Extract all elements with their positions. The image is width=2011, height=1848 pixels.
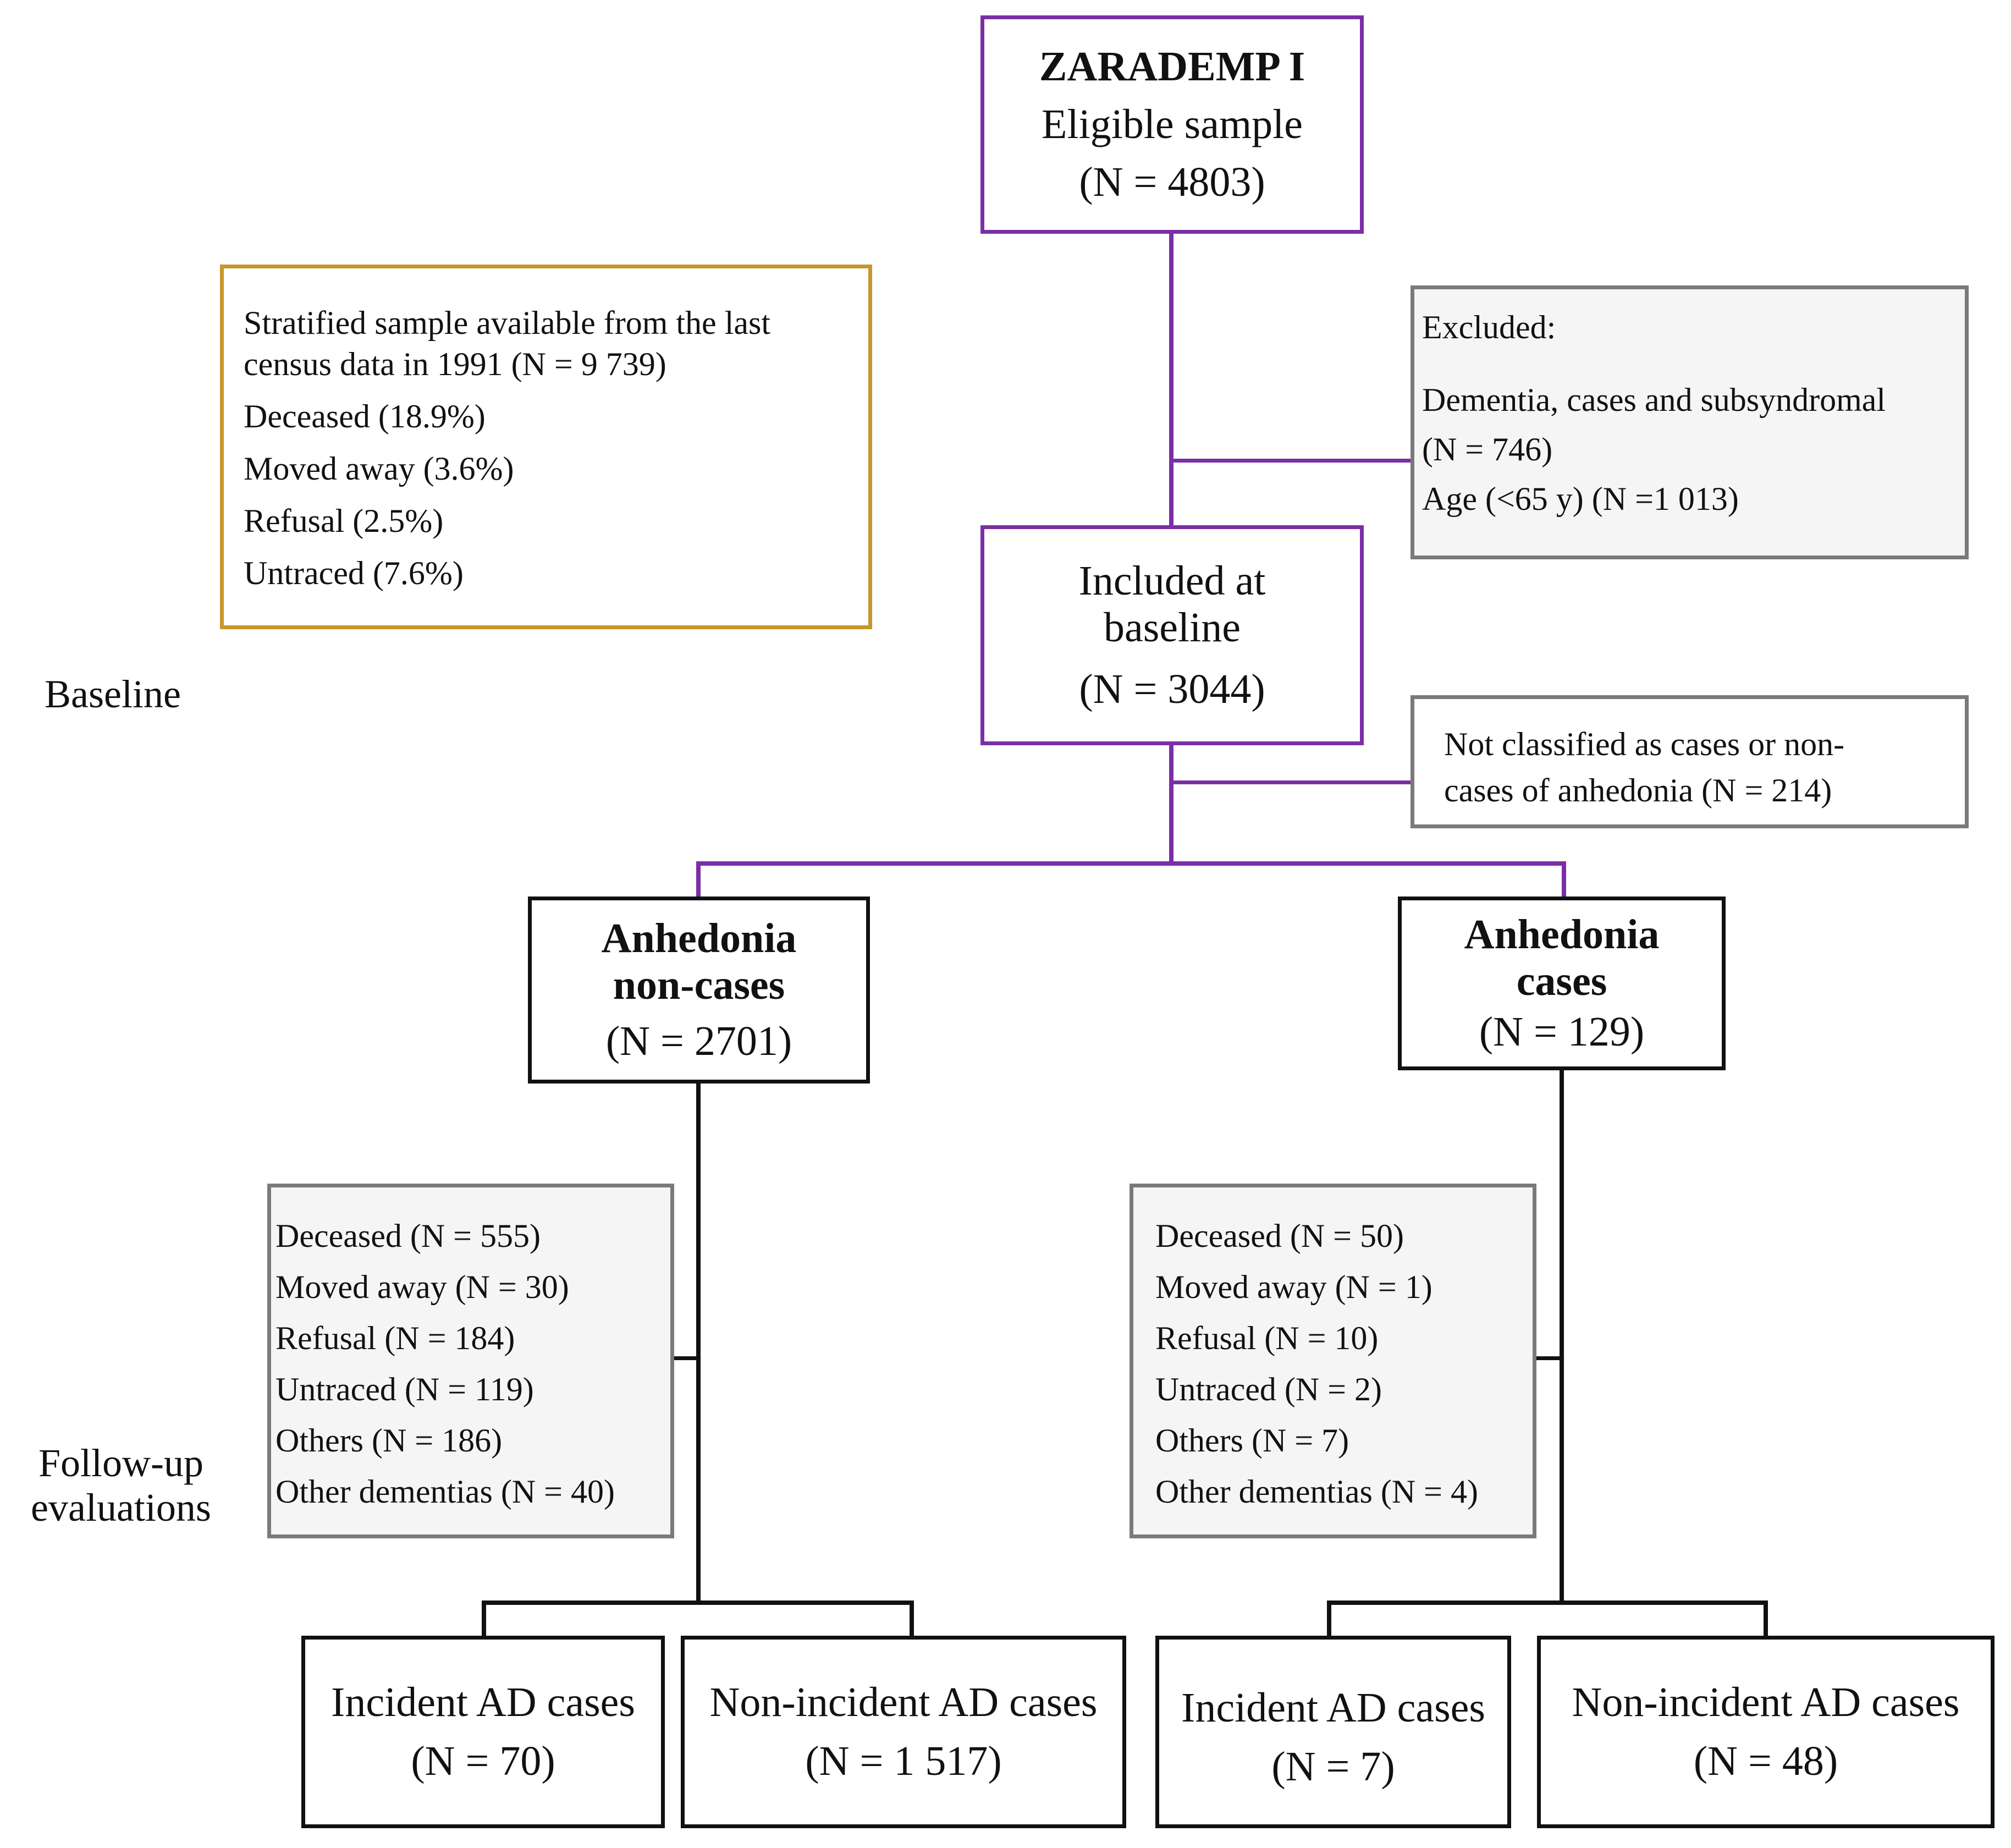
connector-not-classified-branch (1171, 780, 1412, 784)
stage-followup-line2: evaluations (31, 1485, 211, 1530)
loss-item: Refusal (N = 184) (276, 1320, 515, 1356)
stage-label-baseline: Baseline (16, 672, 209, 717)
cases-losses-box: Deceased (N = 50) Moved away (N = 1) Ref… (1130, 1184, 1536, 1538)
loss-item: Other dementias (N = 40) (276, 1473, 615, 1510)
loss-item: Refusal (N = 10) (1155, 1320, 1379, 1356)
loss-item: Moved away (N = 30) (276, 1269, 569, 1305)
stratified-sample-box: Stratified sample available from the las… (220, 265, 872, 629)
outcome-non-incident-non-cases-box: Non-incident AD cases (N = 1 517) (681, 1636, 1126, 1828)
loss-item: Deceased (N = 555) (276, 1218, 541, 1254)
outcome-label: Non-incident AD cases (709, 1679, 1098, 1725)
not-classified-box: Not classified as cases or non- cases of… (1411, 695, 1969, 828)
loss-item: Moved away (N = 1) (1155, 1269, 1433, 1305)
cases-line2: cases (1516, 958, 1607, 1005)
non-cases-line2: non-cases (613, 962, 785, 1009)
loss-item: Untraced (N = 119) (276, 1371, 534, 1407)
loss-item: Untraced (N = 2) (1155, 1371, 1382, 1407)
connector-non-cases-trunk (696, 1084, 701, 1603)
excluded-line: Excluded: (1422, 309, 1556, 345)
stratified-line: Stratified sample available from the las… (244, 305, 771, 341)
anhedonia-non-cases-box: Anhedonia non-cases (N = 2701) (528, 897, 870, 1084)
non-cases-n: (N = 2701) (605, 1018, 792, 1064)
outcome-incident-cases-box: Incident AD cases (N = 7) (1155, 1636, 1511, 1828)
included-n: (N = 3044) (1079, 666, 1265, 712)
outcome-n: (N = 48) (1693, 1738, 1838, 1784)
connector-cases-outcome-right (1764, 1601, 1768, 1636)
loss-item: Other dementias (N = 4) (1155, 1473, 1478, 1510)
included-baseline-box: Included at baseline (N = 3044) (980, 525, 1364, 745)
stratified-line: Refusal (2.5%) (244, 503, 444, 539)
eligible-sample-box: ZARADEMP I Eligible sample (N = 4803) (980, 15, 1364, 234)
stratified-line: Deceased (18.9%) (244, 398, 486, 435)
stage-baseline-text: Baseline (45, 672, 181, 716)
connector-non-cases-outcomes (482, 1601, 914, 1605)
outcome-incident-non-cases-box: Incident AD cases (N = 70) (301, 1636, 665, 1828)
excluded-line: Dementia, cases and subsyndromal (1422, 382, 1886, 418)
connector-excluded-branch (1171, 459, 1412, 463)
outcome-label: Incident AD cases (1181, 1684, 1485, 1731)
eligible-title: ZARADEMP I (1039, 43, 1305, 90)
stage-followup-line1: Follow-up (38, 1441, 204, 1485)
loss-item: Deceased (N = 50) (1155, 1218, 1404, 1254)
outcome-non-incident-cases-box: Non-incident AD cases (N = 48) (1537, 1636, 1995, 1828)
excluded-box: Excluded: Dementia, cases and subsyndrom… (1411, 285, 1969, 559)
connector-non-cases-loss-branch (673, 1356, 698, 1360)
included-line2: baseline (1103, 604, 1241, 651)
outcome-label: Non-incident AD cases (1572, 1679, 1960, 1725)
stage-label-followup: Follow-up evaluations (5, 1441, 236, 1530)
outcome-label: Incident AD cases (331, 1679, 635, 1725)
non-cases-line1: Anhedonia (601, 915, 797, 962)
loss-item: Others (N = 186) (276, 1422, 503, 1459)
connector-split-left-drop (696, 861, 701, 897)
stratified-line: census data in 1991 (N = 9 739) (244, 346, 666, 382)
excluded-line: (N = 746) (1422, 431, 1553, 468)
non-cases-losses-box: Deceased (N = 555) Moved away (N = 30) R… (267, 1184, 674, 1538)
connector-cases-trunk (1560, 1070, 1564, 1603)
connector-cases-loss-branch (1534, 1356, 1562, 1360)
connector-cases-outcomes (1327, 1601, 1768, 1605)
connector-split-right-drop (1562, 861, 1566, 897)
cases-line1: Anhedonia (1464, 911, 1660, 958)
stratified-line: Untraced (7.6%) (244, 555, 464, 591)
connector-included-to-split (1169, 745, 1173, 864)
outcome-n: (N = 1 517) (805, 1738, 1002, 1784)
connector-cases-outcome-left (1327, 1601, 1331, 1636)
connector-non-cases-outcome-right (910, 1601, 914, 1636)
cases-n: (N = 129) (1479, 1008, 1645, 1055)
eligible-subtitle: Eligible sample (1042, 101, 1303, 147)
excluded-line: Age (<65 y) (N =1 013) (1422, 481, 1739, 517)
outcome-n: (N = 70) (411, 1738, 555, 1784)
not-classified-line: cases of anhedonia (N = 214) (1444, 772, 1832, 809)
included-line1: Included at (1078, 558, 1266, 604)
connector-non-cases-outcome-left (482, 1601, 486, 1636)
loss-item: Others (N = 7) (1155, 1422, 1349, 1459)
connector-eligible-to-included (1169, 234, 1173, 525)
anhedonia-cases-box: Anhedonia cases (N = 129) (1398, 897, 1726, 1070)
connector-split-horizontal (696, 861, 1566, 866)
eligible-n: (N = 4803) (1079, 159, 1265, 206)
stratified-line: Moved away (3.6%) (244, 450, 514, 487)
not-classified-line: Not classified as cases or non- (1444, 726, 1845, 762)
outcome-n: (N = 7) (1271, 1744, 1395, 1790)
